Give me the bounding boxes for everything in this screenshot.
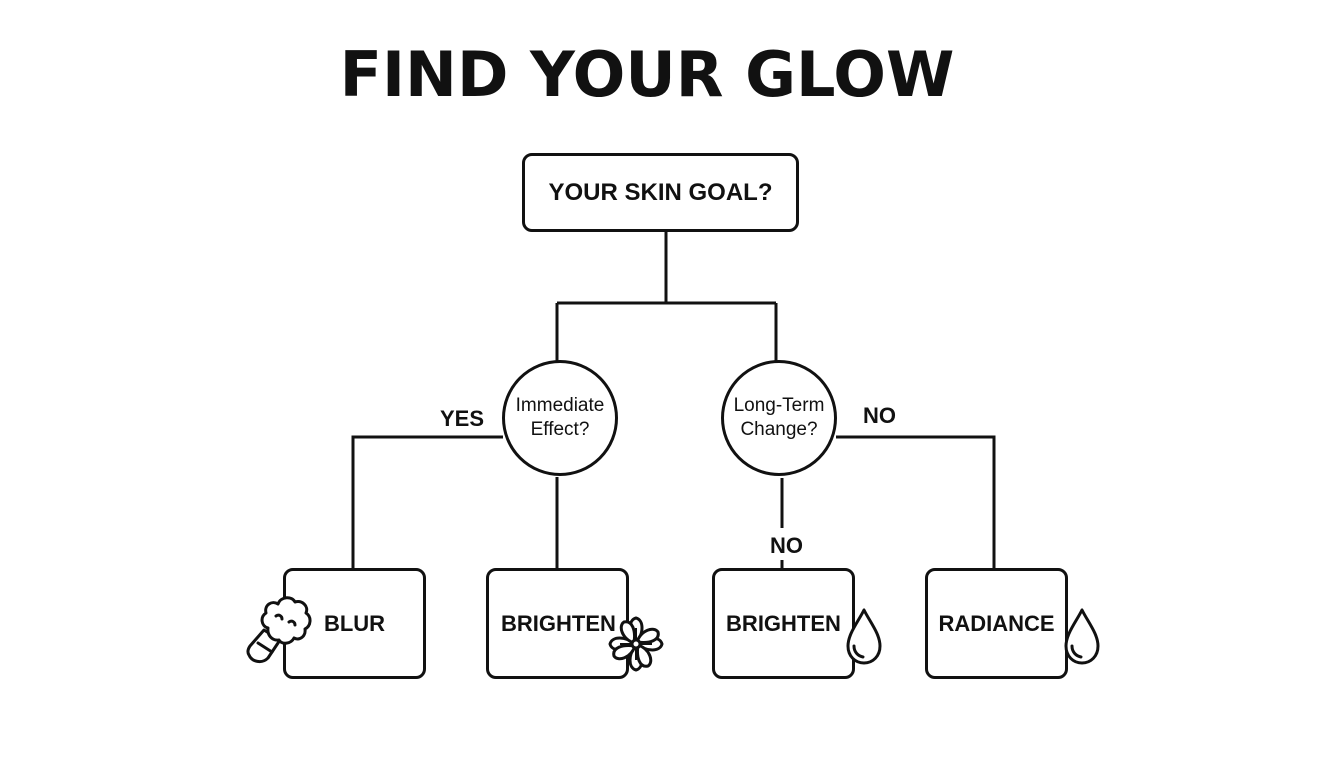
edge-label-yes: YES [440,406,485,431]
result-brighten-immediate: BRIGHTEN [486,568,629,679]
result-radiance: RADIANCE [925,568,1068,679]
decision-long-term-change: Long-Term Change? [721,360,837,476]
result-blur: BLUR [283,568,426,679]
decision-longterm-line2: Change? [740,419,818,440]
flower-icon [608,616,664,672]
droplet-icon [846,608,882,665]
connector-no-radiance [836,435,996,569]
result-brighten-longterm: BRIGHTEN [712,568,855,679]
decision-immediate-effect: Immediate Effect? [502,360,618,476]
decision-immediate-line2: Effect? [530,419,590,440]
connector-yes-blur [351,435,503,569]
edge-label-no-right: NO [863,403,896,428]
cotton-puff-icon [246,596,312,664]
root-question-box: YOUR SKIN GOAL? [522,153,799,232]
decision-longterm-line1: Long-Term [733,395,825,416]
page-title: FIND YOUR GLOW [339,38,955,111]
decision-immediate-line1: Immediate [515,395,605,416]
droplet-icon [1064,608,1100,665]
edge-label-no-down: NO [770,533,803,558]
